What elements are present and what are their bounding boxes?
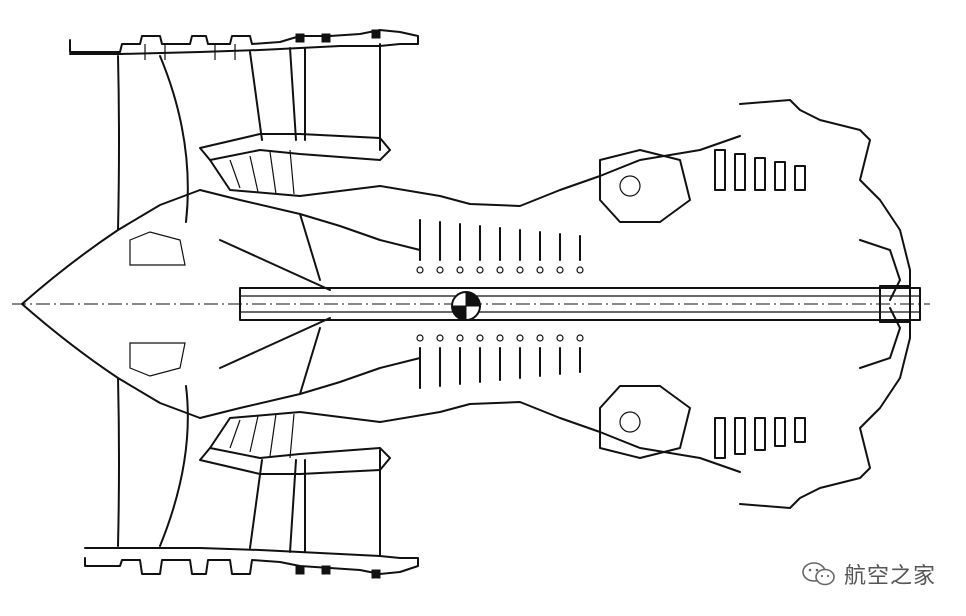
main-shaft	[239, 285, 921, 323]
wechat-icon	[802, 562, 835, 586]
blade-root	[416, 266, 424, 274]
center-marker	[451, 291, 481, 321]
blade-root	[556, 334, 564, 342]
turbine-blade	[714, 417, 726, 459]
blade-root	[496, 266, 504, 274]
fan-blades	[117, 43, 381, 557]
blade-root	[476, 266, 484, 274]
blade-root	[576, 266, 584, 274]
blade-root	[416, 334, 424, 342]
turbine-blade	[734, 153, 746, 191]
hp-compressor-blades	[416, 219, 584, 389]
turbine-blade	[774, 417, 786, 447]
fan-case-bottom	[84, 547, 419, 579]
blade-root	[476, 334, 484, 342]
booster-section	[129, 189, 421, 419]
blade-root	[556, 266, 564, 274]
bypass-duct-bottom	[199, 401, 741, 475]
bypass-duct-top	[199, 133, 741, 207]
turbine-blade	[754, 417, 766, 451]
watermark: 航空之家	[802, 558, 936, 590]
blade-root	[516, 334, 524, 342]
blade-root	[436, 334, 444, 342]
turbine-blade	[754, 157, 766, 191]
blade-root	[436, 266, 444, 274]
blade-root	[496, 334, 504, 342]
blade-root	[576, 334, 584, 342]
fan-case-top	[69, 29, 419, 60]
turbine-blade	[714, 149, 726, 191]
turbine-blade	[794, 165, 806, 191]
blade-root	[536, 334, 544, 342]
turbine-blade	[734, 417, 746, 455]
blade-root	[536, 266, 544, 274]
combustor	[599, 149, 691, 459]
turbine-section	[714, 99, 911, 509]
blade-root	[456, 334, 464, 342]
watermark-text: 航空之家	[843, 564, 936, 589]
turbine-blade	[774, 161, 786, 191]
blade-root	[456, 266, 464, 274]
blade-root	[516, 266, 524, 274]
turbine-blade	[794, 417, 806, 443]
